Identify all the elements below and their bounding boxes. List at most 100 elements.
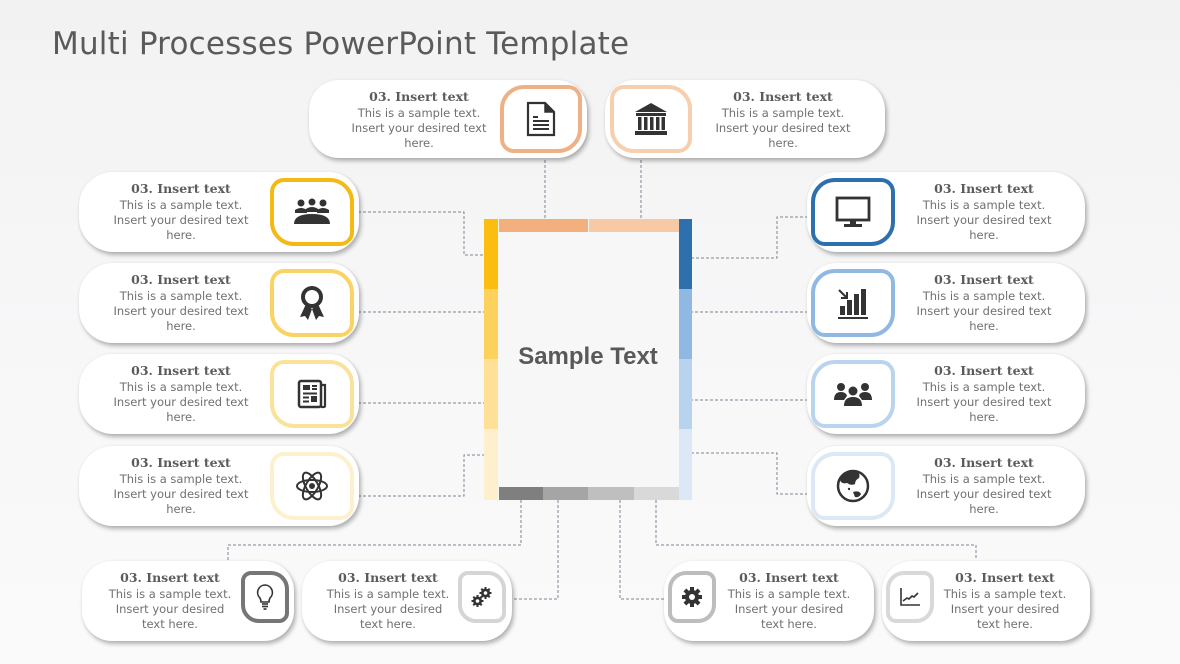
card-body-line: here.: [969, 228, 999, 242]
card-title: 03. Insert text: [934, 272, 1034, 287]
card-body-line: Insert your desired text: [113, 213, 249, 227]
globe-icon: [836, 469, 870, 503]
card-body-line: Insert your desired text: [351, 121, 487, 135]
card-body-line: This is a sample text.: [119, 380, 243, 394]
process-card-bottom-2[interactable]: 03. Insert text This is a sample text. I…: [302, 561, 512, 641]
card-title: 03. Insert text: [131, 181, 231, 196]
card-text: 03. Insert text This is a sample text. I…: [697, 88, 869, 151]
icon-frame: [811, 269, 895, 337]
process-card-left-4[interactable]: 03. Insert text This is a sample text. I…: [79, 446, 359, 526]
card-body-line: here.: [166, 410, 196, 424]
left-segment-1: [484, 219, 498, 289]
card-body-line: text here.: [977, 617, 1033, 631]
card-body-line: This is a sample text.: [943, 587, 1067, 601]
icon-frame: [500, 85, 582, 153]
process-card-left-2[interactable]: 03. Insert text This is a sample text. I…: [79, 263, 359, 343]
card-body-line: Insert your desired text: [916, 213, 1052, 227]
top-segment-2: [589, 219, 679, 232]
monitor-icon: [835, 196, 871, 227]
card-body-line: This is a sample text.: [119, 198, 243, 212]
card-body-line: here.: [166, 502, 196, 516]
bottom-segment-2: [543, 487, 588, 500]
newspaper-icon: [297, 379, 327, 409]
process-card-right-2[interactable]: 03. Insert text This is a sample text. I…: [807, 263, 1085, 343]
left-segment-3: [484, 359, 498, 429]
card-title: 03. Insert text: [131, 272, 231, 287]
top-segment-1: [499, 219, 588, 232]
card-title: 03. Insert text: [120, 570, 220, 585]
left-segment-4: [484, 429, 498, 500]
process-card-right-3[interactable]: 03. Insert text This is a sample text. I…: [807, 354, 1085, 434]
process-card-top-right[interactable]: 03. Insert text This is a sample text. I…: [605, 80, 885, 158]
page-title: Multi Processes PowerPoint Template: [52, 26, 630, 62]
card-body-line: Insert your desired text: [113, 395, 249, 409]
card-text: 03. Insert text This is a sample text. I…: [903, 454, 1065, 517]
bottom-segment-3: [588, 487, 634, 500]
card-title: 03. Insert text: [131, 455, 231, 470]
icon-frame: [811, 360, 895, 428]
card-body-line: Insert your desired: [115, 602, 225, 616]
card-body-line: here.: [969, 319, 999, 333]
card-body-line: This is a sample text.: [326, 587, 450, 601]
process-card-bottom-3[interactable]: 03. Insert text This is a sample text. I…: [664, 561, 874, 641]
card-body-line: This is a sample text.: [119, 472, 243, 486]
card-body-line: Insert your desired: [734, 602, 844, 616]
team-icon: [834, 383, 872, 406]
icon-frame: [270, 452, 354, 520]
icon-frame: [241, 571, 289, 623]
right-segment-1: [679, 219, 692, 289]
gears-icon: [471, 587, 492, 607]
card-title: 03. Insert text: [369, 89, 469, 104]
card-text: 03. Insert text This is a sample text. I…: [903, 362, 1065, 425]
card-body-line: text here.: [142, 617, 198, 631]
process-card-right-1[interactable]: 03. Insert text This is a sample text. I…: [807, 172, 1085, 252]
card-body-line: This is a sample text.: [119, 289, 243, 303]
right-segment-4: [679, 429, 692, 500]
card-body-line: Insert your desired text: [916, 395, 1052, 409]
card-text: 03. Insert text This is a sample text. I…: [97, 180, 265, 243]
card-body-line: Insert your desired text: [715, 121, 851, 135]
card-text: 03. Insert text This is a sample text. I…: [903, 180, 1065, 243]
card-title: 03. Insert text: [733, 89, 833, 104]
card-title: 03. Insert text: [934, 455, 1034, 470]
bank-icon: [635, 103, 667, 135]
icon-frame: [811, 452, 895, 520]
card-text: 03. Insert text This is a sample text. I…: [97, 271, 265, 334]
card-body-line: Insert your desired text: [916, 304, 1052, 318]
icon-frame: [811, 178, 895, 246]
card-text: 03. Insert text This is a sample text. I…: [716, 569, 862, 632]
card-body-line: here.: [969, 410, 999, 424]
card-body-line: Insert your desired text: [113, 304, 249, 318]
center-box: Sample Text: [484, 219, 692, 500]
card-body-line: This is a sample text.: [922, 198, 1046, 212]
card-body-line: here.: [166, 228, 196, 242]
gear-icon: [682, 587, 702, 607]
process-card-left-1[interactable]: 03. Insert text This is a sample text. I…: [79, 172, 359, 252]
process-card-left-3[interactable]: 03. Insert text This is a sample text. I…: [79, 354, 359, 434]
card-title: 03. Insert text: [739, 570, 839, 585]
right-segment-2: [679, 289, 692, 359]
process-card-top-left[interactable]: 03. Insert text This is a sample text. I…: [309, 80, 587, 158]
card-text: 03. Insert text This is a sample text. I…: [327, 88, 511, 151]
process-card-right-4[interactable]: 03. Insert text This is a sample text. I…: [807, 446, 1085, 526]
card-text: 03. Insert text This is a sample text. I…: [97, 454, 265, 517]
line-chart-icon: [900, 588, 920, 606]
card-body-line: This is a sample text.: [727, 587, 851, 601]
card-body-line: This is a sample text.: [922, 380, 1046, 394]
meeting-icon: [294, 198, 330, 224]
right-segment-3: [679, 359, 692, 429]
card-text: 03. Insert text This is a sample text. I…: [97, 362, 265, 425]
left-segment-2: [484, 289, 498, 359]
card-body-line: Insert your desired: [333, 602, 443, 616]
atom-icon: [296, 471, 328, 501]
process-card-bottom-4[interactable]: 03. Insert text This is a sample text. I…: [882, 561, 1090, 641]
card-body-line: Insert your desired: [950, 602, 1060, 616]
card-body-line: This is a sample text.: [922, 289, 1046, 303]
card-text: 03. Insert text This is a sample text. I…: [98, 569, 242, 632]
card-body-line: text here.: [360, 617, 416, 631]
process-card-bottom-1[interactable]: 03. Insert text This is a sample text. I…: [82, 561, 294, 641]
document-icon: [526, 101, 556, 137]
card-title: 03. Insert text: [934, 181, 1034, 196]
card-body-line: This is a sample text.: [922, 472, 1046, 486]
card-text: 03. Insert text This is a sample text. I…: [903, 271, 1065, 334]
